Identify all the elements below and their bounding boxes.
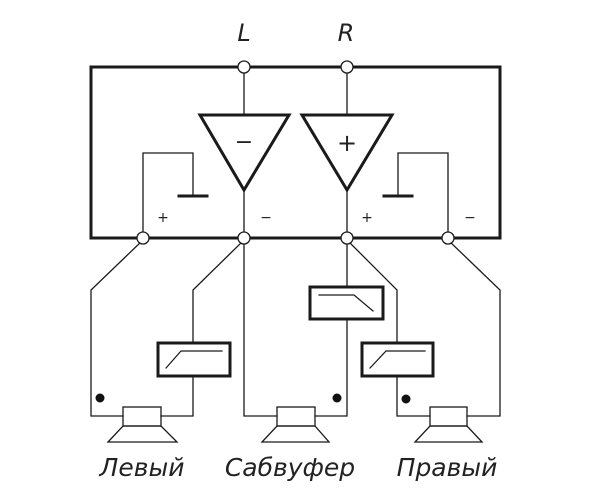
wire-right-plus — [346, 239, 398, 344]
wire-sub-minus — [243, 239, 278, 417]
speaker-right-cone — [413, 425, 484, 443]
wire-left-plus — [90, 239, 144, 417]
input-label-l: L — [237, 19, 250, 47]
polarity-dot-left — [95, 393, 105, 403]
speaker-label-sub: Сабвуфер — [225, 453, 355, 482]
wire-ground-left — [142, 152, 194, 239]
terminal-out-3 — [340, 231, 354, 245]
highpass-curve-icon — [165, 350, 223, 369]
terminal-input-l — [237, 60, 251, 74]
lowpass-curve-icon — [318, 294, 374, 312]
terminal-sign: − — [260, 210, 272, 226]
polarity-dot-sub — [332, 393, 342, 403]
wire-right-filter-bottom — [396, 375, 431, 417]
wire-left-filter-top — [192, 239, 245, 344]
terminal-out-4 — [441, 231, 455, 245]
wire-left-minus — [160, 375, 194, 417]
terminal-sign: − — [464, 210, 476, 226]
highpass-filter-right — [360, 341, 435, 378]
amplifier-right-sign: + — [337, 129, 357, 157]
terminal-input-r — [340, 60, 354, 74]
polarity-dot-right — [401, 394, 411, 404]
speaker-left-cone — [106, 425, 179, 443]
wire-sub-plus — [314, 318, 348, 417]
wire-right-minus — [447, 239, 501, 417]
amplifier-left-triangle — [197, 113, 292, 193]
highpass-filter-left — [156, 341, 232, 378]
speaker-left-icon — [122, 406, 162, 427]
terminal-sign: + — [157, 210, 169, 226]
highpass-curve-icon — [369, 350, 426, 369]
terminal-sign: + — [361, 210, 373, 226]
speaker-sub-cone — [260, 425, 331, 443]
speaker-label-right: Правый — [397, 453, 498, 482]
terminal-out-1 — [136, 231, 150, 245]
amplifier-left-sign: − — [235, 130, 253, 155]
input-label-r: R — [338, 19, 355, 47]
terminal-out-2 — [237, 231, 251, 245]
speaker-right-icon — [429, 406, 468, 427]
wire-ground-right — [397, 152, 449, 239]
lowpass-filter-sub — [308, 285, 385, 321]
amplifier-frame — [89, 65, 502, 240]
speaker-sub-icon — [276, 406, 316, 427]
amplifier-right-triangle — [299, 113, 395, 193]
speaker-label-left: Левый — [99, 453, 185, 482]
